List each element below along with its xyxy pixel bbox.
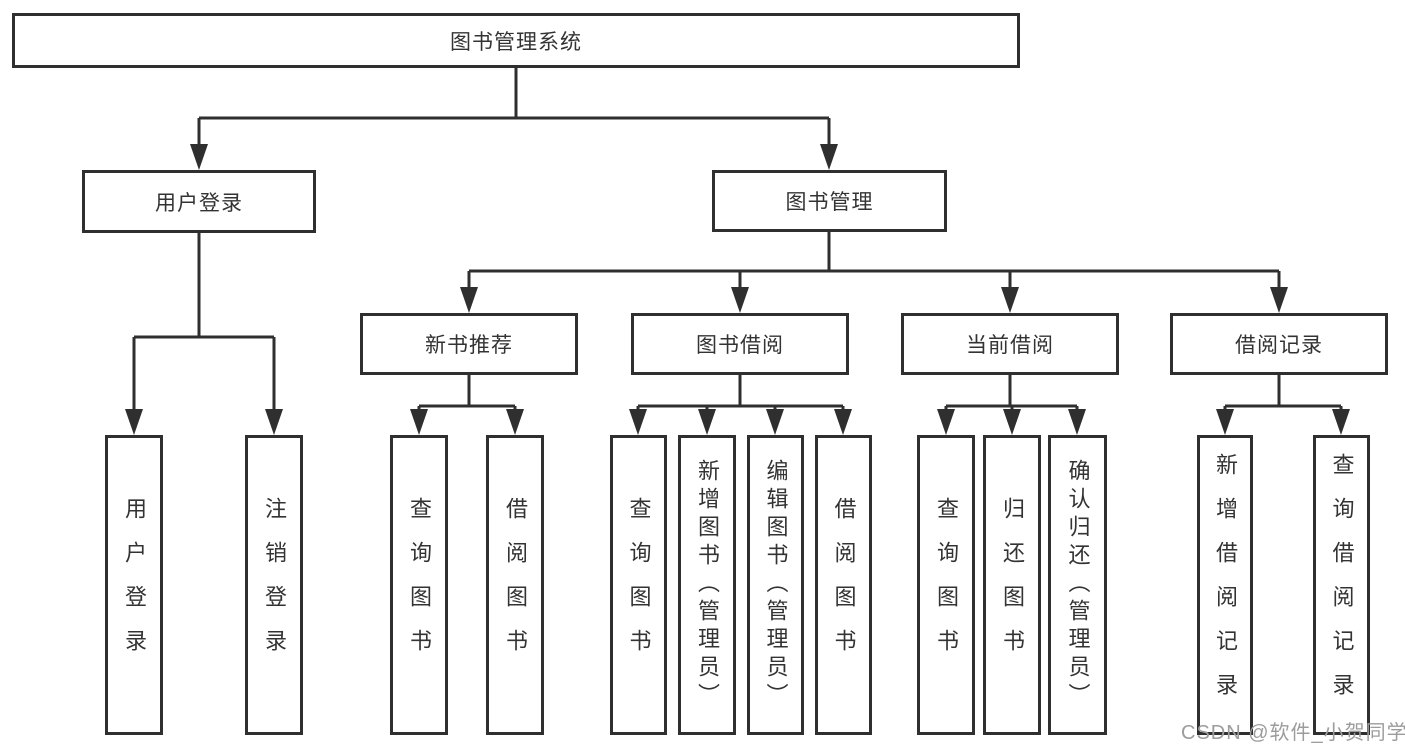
node-book-borrow: 图书借阅 [631, 313, 849, 375]
arrowhead [265, 409, 283, 435]
arrowhead [766, 409, 784, 435]
arrowhead [834, 409, 852, 435]
node-leaf-edit-books-admin: 编辑图书（管理员） [747, 435, 804, 735]
node-leaf-return-books: 归还图书 [983, 435, 1041, 735]
node-leaf-query-books-1: 查询图书 [390, 435, 448, 735]
arrowhead [820, 144, 838, 170]
arrowhead [1332, 409, 1350, 435]
node-leaf-query-books-2: 查询图书 [610, 435, 667, 735]
arrowhead [460, 287, 478, 313]
arrowhead [698, 409, 716, 435]
node-book-management: 图书管理 [712, 170, 947, 232]
node-leaf-user-login: 用户登录 [105, 435, 163, 735]
node-leaf-query-borrow-record: 查询借阅记录 [1313, 435, 1370, 735]
arrowhead [1003, 409, 1021, 435]
edge-userlogin-to-leaves [132, 233, 276, 411]
edge-bookborrow-to-leaves [636, 375, 845, 412]
node-leaf-confirm-return-admin: 确认归还（管理员） [1048, 435, 1107, 735]
edge-currentborrow-to-leaves [944, 375, 1079, 412]
arrowhead [1216, 409, 1234, 435]
arrowhead [937, 409, 955, 435]
node-leaf-borrow-books-1: 借阅图书 [486, 435, 544, 735]
node-root-library-system: 图书管理系统 [12, 13, 1020, 68]
node-leaf-query-books-3: 查询图书 [917, 435, 975, 735]
arrowhead [731, 287, 749, 313]
edge-bookmgmt-to-level2 [467, 232, 1281, 290]
node-leaf-logout: 注销登录 [245, 435, 303, 735]
node-new-book-recommend: 新书推荐 [360, 313, 578, 375]
arrowhead [506, 409, 524, 435]
arrowhead [190, 144, 208, 170]
node-user-login: 用户登录 [82, 170, 316, 233]
edge-borrowrecords-to-leaves [1223, 375, 1343, 412]
node-leaf-borrow-books-2: 借阅图书 [815, 435, 872, 735]
arrowhead [410, 409, 428, 435]
node-borrow-records: 借阅记录 [1170, 313, 1388, 375]
arrowhead [125, 409, 143, 435]
edge-newbookrec-to-leaves [417, 375, 517, 412]
node-leaf-add-borrow-record: 新增借阅记录 [1197, 435, 1253, 735]
arrowheads [125, 144, 1350, 435]
node-current-borrow: 当前借阅 [901, 313, 1119, 375]
arrowhead [629, 409, 647, 435]
edge-root-to-level1 [197, 68, 831, 146]
arrowhead [1001, 287, 1019, 313]
arrowhead [1068, 409, 1086, 435]
csdn-watermark: CSDN @软件_小贺同学 [1181, 722, 1405, 744]
node-leaf-add-books-admin: 新增图书（管理员） [678, 435, 736, 735]
arrowhead [1270, 287, 1288, 313]
